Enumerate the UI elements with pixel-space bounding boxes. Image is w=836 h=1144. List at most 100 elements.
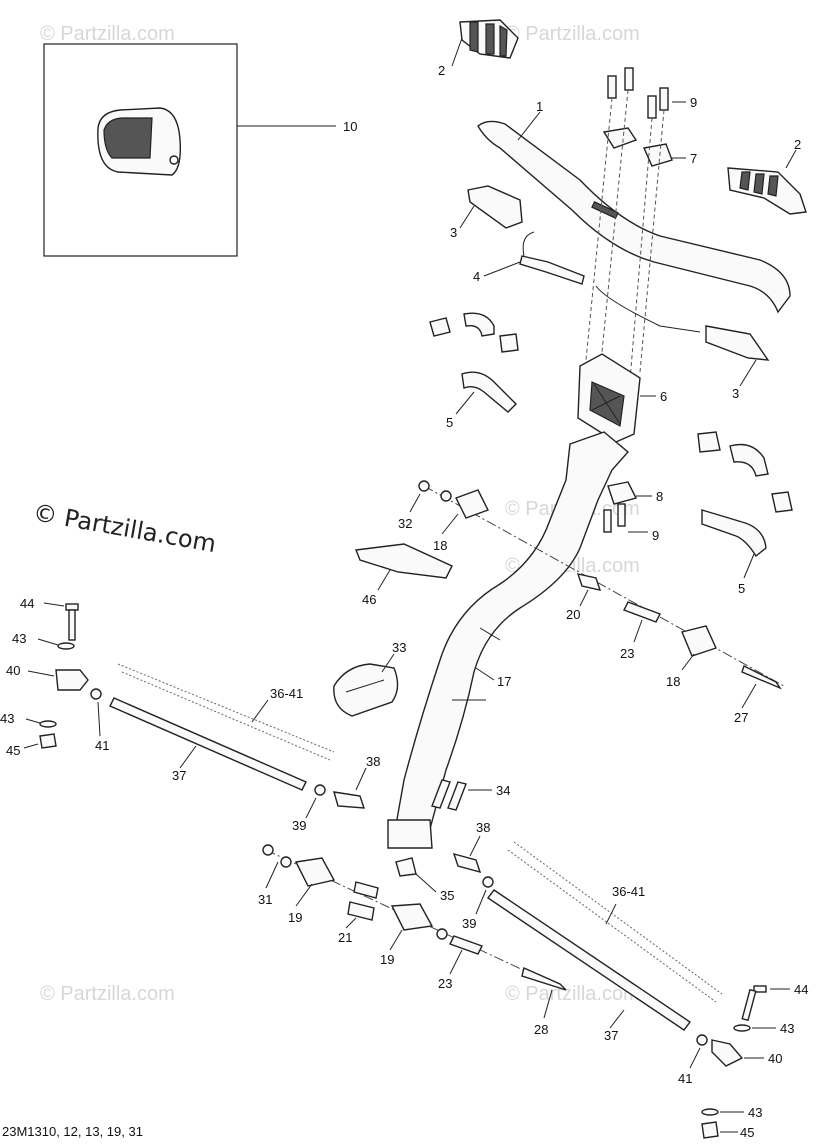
part-33-cover[interactable] xyxy=(333,663,399,717)
callout-6: 6 xyxy=(660,389,667,404)
callout-43-right-bottom: 43 xyxy=(748,1105,762,1120)
callout-33: 33 xyxy=(392,640,406,655)
part-18-bushing-right[interactable] xyxy=(681,625,717,657)
callout-36-41-right: 36-41 xyxy=(612,884,645,899)
callout-41-right: 41 xyxy=(678,1071,692,1086)
part-43-washer-right-bottom[interactable] xyxy=(701,1108,719,1116)
callout-9-top: 9 xyxy=(690,95,697,110)
part-44-bolt-right[interactable] xyxy=(741,985,767,1022)
callout-17: 17 xyxy=(497,674,511,689)
callout-43-left-bottom: 43 xyxy=(0,711,14,726)
callout-28: 28 xyxy=(534,1022,548,1037)
callout-38-left: 38 xyxy=(366,754,380,769)
callout-4: 4 xyxy=(473,269,480,284)
callout-18-right: 18 xyxy=(666,674,680,689)
callout-19-left: 19 xyxy=(288,910,302,925)
callout-34: 34 xyxy=(496,783,510,798)
part-28-bolt[interactable] xyxy=(521,967,567,991)
part-40-tie-rod-end-right[interactable] xyxy=(711,1039,744,1067)
watermark-bottom-left: © Partzilla.com xyxy=(40,983,175,1005)
part-43-washer-left-top[interactable] xyxy=(57,642,75,650)
part-37-rod-left[interactable] xyxy=(109,697,307,791)
callout-23-lower: 23 xyxy=(438,976,452,991)
part-5-elbows-right[interactable] xyxy=(697,431,793,558)
part-7-clamps[interactable] xyxy=(602,127,673,167)
callout-20: 20 xyxy=(566,607,580,622)
part-17-steering-column[interactable] xyxy=(387,431,630,849)
callout-46: 46 xyxy=(362,592,376,607)
callout-31: 31 xyxy=(258,892,272,907)
part-21-spacers[interactable] xyxy=(347,881,379,921)
callout-40-left: 40 xyxy=(6,663,20,678)
part-23-sleeve-upper[interactable] xyxy=(623,601,661,623)
watermark-bottom-right: © Partzilla.com xyxy=(505,983,640,1005)
callout-43-left-top: 43 xyxy=(12,631,26,646)
callout-27: 27 xyxy=(734,710,748,725)
part-3-left[interactable] xyxy=(467,185,523,229)
callout-18-upper: 18 xyxy=(433,538,447,553)
part-34-bolts[interactable] xyxy=(431,779,467,811)
part-3-right[interactable] xyxy=(705,325,770,361)
callout-5-right: 5 xyxy=(738,581,745,596)
part-41-nut-right[interactable] xyxy=(696,1034,708,1046)
part-19-bushing-left[interactable] xyxy=(280,856,336,887)
part-43-washer-right-top[interactable] xyxy=(733,1024,751,1032)
part-23-sleeve-lower[interactable] xyxy=(449,935,483,955)
part-45-nut-right[interactable] xyxy=(701,1121,719,1139)
callout-39-left: 39 xyxy=(292,818,306,833)
part-8-clamp[interactable] xyxy=(607,481,638,505)
part-44-bolt-left[interactable] xyxy=(65,603,79,641)
part-36-41-assembly-left[interactable] xyxy=(117,663,335,761)
part-38-adjuster-left[interactable] xyxy=(333,791,365,809)
diagram-reference: 23M1310, 12, 13, 19, 31 xyxy=(2,1124,143,1139)
part-46-plate[interactable] xyxy=(355,543,453,579)
part-5-elbows-left[interactable] xyxy=(429,312,519,413)
part-19-bushing-middle[interactable] xyxy=(390,903,448,940)
part-9-bolts-top[interactable] xyxy=(607,67,669,119)
part-27-bolt[interactable] xyxy=(741,665,782,690)
part-35-spacer[interactable] xyxy=(395,857,417,877)
part-31-nut[interactable] xyxy=(262,844,274,856)
callout-43-right-top: 43 xyxy=(780,1021,794,1036)
callout-45-right: 45 xyxy=(740,1125,754,1140)
part-2-grip-left[interactable] xyxy=(459,19,519,59)
part-2-grip-right[interactable] xyxy=(727,167,807,215)
callout-9-lower: 9 xyxy=(652,528,659,543)
callout-2-top: 2 xyxy=(438,63,445,78)
part-1-handlebar[interactable] xyxy=(477,120,791,314)
callout-19-middle: 19 xyxy=(380,952,394,967)
callout-3-right: 3 xyxy=(732,386,739,401)
callout-7: 7 xyxy=(690,151,697,166)
callout-32: 32 xyxy=(398,516,412,531)
part-43-washer-left-bottom[interactable] xyxy=(39,720,57,728)
inset-box xyxy=(43,43,238,257)
part-18-bushing-upper[interactable] xyxy=(440,489,489,519)
callout-5-left: 5 xyxy=(446,415,453,430)
callout-36-41-left: 36-41 xyxy=(270,686,303,701)
part-32-nut[interactable] xyxy=(418,480,430,492)
part-45-nut-left[interactable] xyxy=(39,733,57,749)
callout-39-right: 39 xyxy=(462,916,476,931)
part-36-41-assembly-right[interactable] xyxy=(507,841,723,1003)
part-37-rod-right[interactable] xyxy=(486,889,692,1031)
part-9-bolts-lower[interactable] xyxy=(603,503,626,533)
part-10-cover[interactable] xyxy=(97,107,182,176)
callout-37-right: 37 xyxy=(604,1028,618,1043)
part-6-riser[interactable] xyxy=(577,353,641,443)
part-41-nut-left[interactable] xyxy=(90,688,102,700)
part-20-spacer[interactable] xyxy=(576,573,602,591)
part-38-adjuster-right[interactable] xyxy=(452,852,482,874)
part-39-nut-left[interactable] xyxy=(314,784,326,796)
part-4-wire[interactable] xyxy=(519,231,585,285)
callout-23-upper: 23 xyxy=(620,646,634,661)
callout-1: 1 xyxy=(536,99,543,114)
callout-40-right: 40 xyxy=(768,1051,782,1066)
watermark-top-right: © Partzilla.com xyxy=(505,23,640,45)
callout-2-right: 2 xyxy=(794,137,801,152)
callout-21: 21 xyxy=(338,930,352,945)
part-39-nut-right[interactable] xyxy=(482,876,494,888)
watermark-top-left: © Partzilla.com xyxy=(40,23,175,45)
part-40-tie-rod-end-left[interactable] xyxy=(55,669,89,691)
watermark-main: © Partzilla.com xyxy=(31,498,218,558)
